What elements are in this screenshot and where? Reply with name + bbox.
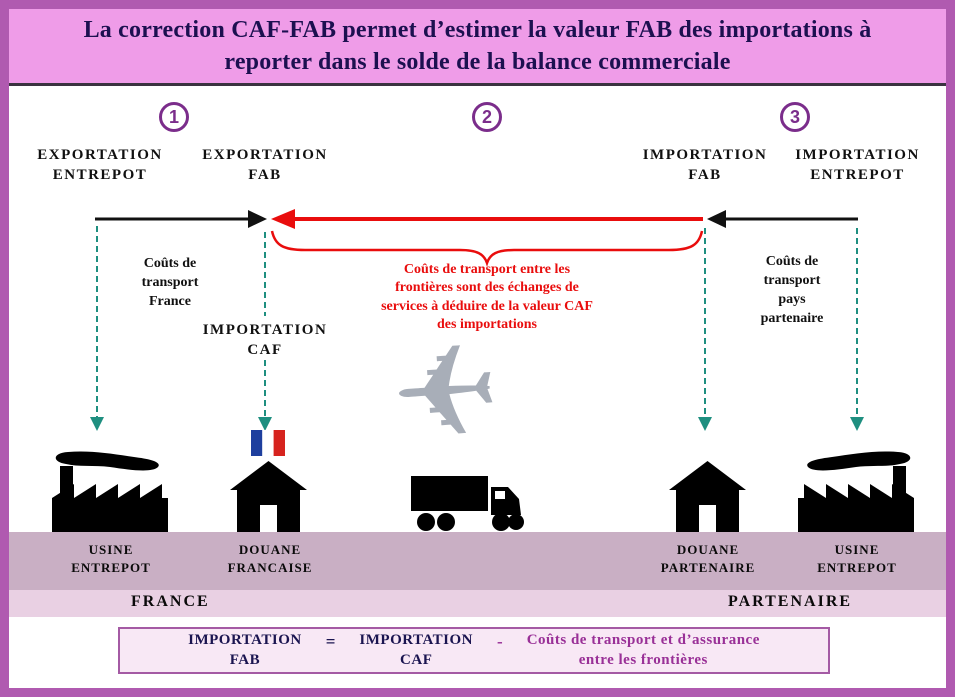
label-usine-entrepot-right: USINE ENTREPOT	[817, 542, 897, 575]
title-banner: La correction CAF-FAB permet d’estimer l…	[9, 9, 946, 86]
export-arrow	[95, 210, 267, 228]
label-douane-partenaire: DOUANE PARTENAIRE	[660, 542, 756, 575]
french-flag-icon	[251, 430, 285, 456]
step-marker-2: 2	[472, 102, 502, 132]
factory-icon	[50, 450, 170, 532]
formula-importation-fab: IMPORTATION FAB	[188, 632, 302, 668]
step-marker-3: 3	[780, 102, 810, 132]
partner-arrow	[707, 210, 858, 228]
minus-sign: -	[497, 632, 503, 651]
label-exportation-entrepot: EXPORTATION ENTREPOT	[37, 147, 163, 183]
red-brace	[270, 230, 704, 267]
step-marker-1: 1	[159, 102, 189, 132]
formula-transport-assurance: Coûts de transport et d’assurance entre …	[526, 632, 760, 668]
label-importation-entrepot: IMPORTATION ENTREPOT	[795, 147, 920, 183]
label-douane-francaise: DOUANE FRANCAISE	[227, 542, 313, 575]
customs-house-france-icon	[230, 461, 307, 532]
ground-strip	[9, 532, 946, 590]
label-importation-fab: IMPORTATION FAB	[642, 147, 768, 183]
airplane-icon: ✈	[386, 315, 505, 472]
customs-house-partner-icon	[669, 461, 746, 532]
label-partenaire: PARTENAIRE	[728, 593, 853, 610]
formula-box: IMPORTATION FAB = IMPORTATION CAF - Coût…	[118, 627, 830, 674]
formula-importation-caf: IMPORTATION CAF	[359, 632, 474, 668]
label-importation-caf: IMPORTATION CAF	[202, 322, 328, 358]
label-usine-entrepot-left: USINE ENTREPOT	[71, 542, 151, 575]
truck-icon	[411, 474, 525, 532]
note-transport-partner: Coûts de transport pays partenaire	[760, 254, 824, 326]
note-transport-between-borders: Coûts de transport entre les frontières …	[381, 262, 593, 333]
title-line-2: reporter dans le solde de la balance com…	[224, 49, 731, 75]
country-strip	[9, 590, 946, 617]
note-transport-france: Coûts de transport France	[141, 256, 199, 309]
title-line-1: La correction CAF-FAB permet d’estimer l…	[83, 16, 872, 43]
factory-icon	[791, 450, 921, 532]
label-exportation-fab: EXPORTATION FAB	[202, 147, 328, 183]
equals-sign: =	[325, 632, 336, 651]
import-red-arrow	[271, 209, 703, 229]
label-france: FRANCE	[131, 593, 210, 610]
